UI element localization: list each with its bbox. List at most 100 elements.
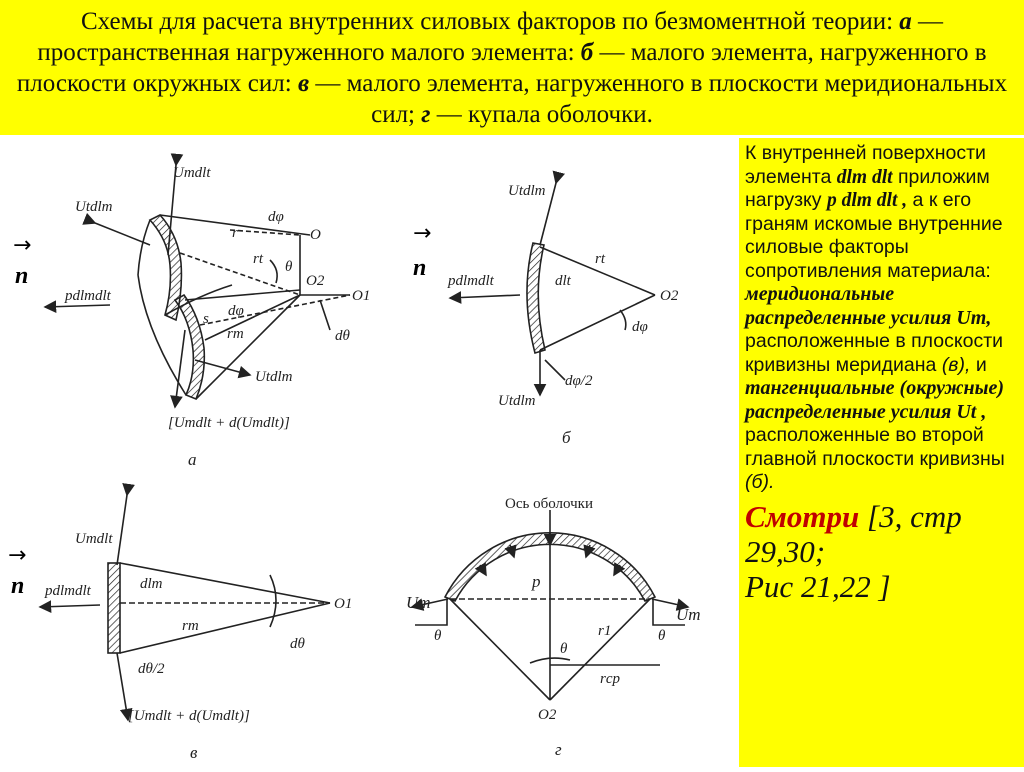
label-dlm: dlm (140, 576, 163, 592)
pressure-arrows (474, 533, 626, 577)
panel-term: p dlm dlt , (826, 190, 908, 211)
label-ut-b: Utdlm (508, 183, 546, 199)
title-ref-g: г (421, 101, 431, 128)
radius-bottom-v (119, 602, 331, 654)
figure-a-labels: Umdlt Utdlm r dφ O rt θ O2 O1 dφ s rm dθ… (64, 165, 370, 469)
title-ref-v: в (297, 70, 310, 97)
radius-rt (179, 252, 301, 296)
label-o2-b: O2 (660, 288, 679, 304)
diagram-svg: Umdlt Utdlm r dφ O rt θ O2 O1 dφ s rm dθ… (38, 153, 701, 762)
label-o1: O1 (352, 288, 370, 304)
explanation-panel: К внутренней поверхности элемента dlm dl… (739, 138, 1024, 767)
label-o1-v: O1 (334, 596, 352, 612)
see-label: Смотри (745, 498, 868, 534)
normal-arrow-1: → (13, 233, 32, 258)
figure-reference: Рис 21,22 ] (745, 568, 891, 604)
label-o: O (310, 227, 321, 243)
label-ut2: Utdlm (255, 369, 293, 385)
figure-g (410, 510, 690, 701)
title-ref-b: б (580, 39, 594, 66)
label-bottom-v: [Umdlt + d(Umdlt)] (128, 708, 250, 724)
label-dlt: dlt (555, 273, 572, 289)
label-p-b: pdlmdlt (447, 273, 495, 289)
label-theta: θ (285, 259, 293, 275)
figure-v (38, 483, 331, 722)
arrow-p-b (448, 291, 521, 304)
reference-block: Смотри [3, стр 29,30; Рис 21,22 ] (745, 499, 1016, 604)
figure-b-labels: Utdlm dlt rt O2 pdlmdlt dφ dφ/2 Utdlm б (447, 183, 679, 447)
label-um-right: Um (676, 605, 701, 624)
arrow-p-v (38, 600, 101, 614)
label-theta-right: θ (658, 628, 666, 644)
element-edge (164, 284, 233, 316)
dtheta-line (319, 299, 331, 331)
label-ut: Utdlm (75, 199, 113, 215)
element-b (526, 242, 546, 355)
diagram-figures: Umdlt Utdlm r dφ O rt θ O2 O1 dφ s rm dθ… (0, 135, 739, 767)
label-p: pdlmdlt (64, 288, 112, 304)
label-theta-left: θ (434, 628, 442, 644)
label-dphi-b: dφ (632, 319, 648, 335)
arrow-ut (82, 212, 151, 246)
angle-dphi (619, 309, 627, 331)
panel-text: расположенные в плоскости кривизны мерид… (745, 330, 1004, 376)
label-p-v: pdlmdlt (44, 583, 92, 599)
normal-arrow-3: → (8, 543, 27, 568)
figure-a (43, 153, 351, 409)
slide-title: Схемы для расчета внутренних силовых фак… (0, 0, 1024, 135)
label-um: Umdlt (173, 165, 211, 181)
title-text: — малого элемента, нагруженного в плоско… (309, 70, 1008, 128)
panel-text: и (970, 353, 987, 376)
title-text: — купала оболочки. (430, 101, 653, 128)
angle-theta-mid (529, 657, 571, 664)
title-text: — малого элемента, нагруженного в плоско… (16, 39, 987, 97)
angle-dtheta (269, 574, 277, 628)
arrow-um-v (116, 483, 135, 566)
label-dtheta2-v: dθ/2 (138, 661, 165, 677)
radius-rm (199, 294, 351, 326)
label-bottom: [Umdlt + d(Umdlt)] (168, 415, 290, 431)
label-r1: r1 (598, 623, 611, 639)
panel-ref: (в), (941, 353, 971, 376)
arrow-um (167, 153, 184, 256)
element-face-left (148, 214, 183, 322)
caption-b: б (562, 428, 571, 447)
radius-bottom (539, 294, 656, 351)
label-rm: rm (227, 326, 244, 342)
radius-r (229, 229, 301, 236)
label-um-v: Umdlt (75, 531, 113, 547)
arrow-um-right (651, 598, 690, 611)
label-axis: Ось оболочки (505, 496, 593, 512)
radius-top (539, 246, 656, 296)
edge-line (159, 214, 311, 236)
element-edge (137, 219, 151, 276)
label-o2: O2 (306, 273, 325, 289)
label-dphi2-b: dφ/2 (565, 373, 593, 389)
label-dphi2: dφ (228, 303, 244, 319)
label-um-left: Um (406, 593, 431, 612)
label-ut2-b: Utdlm (498, 393, 536, 409)
normal-label-2: n (413, 255, 427, 281)
normal-label-1: n (15, 263, 29, 289)
label-dtheta-v: dθ (290, 636, 306, 652)
label-o2-g: O2 (538, 707, 557, 723)
radius-left (449, 598, 551, 701)
element-edge (137, 274, 187, 396)
normal-label-3: n (11, 573, 25, 599)
panel-ref: (б). (745, 471, 775, 493)
dphi2-line (544, 359, 566, 381)
edge-line (195, 294, 301, 400)
arrow-bottom-v (116, 652, 133, 722)
label-theta-mid: θ (560, 641, 568, 657)
edge-line (204, 294, 301, 341)
label-rt: rt (253, 251, 264, 267)
panel-text: приложим нагрузку (745, 165, 990, 212)
label-dtheta: dθ (335, 328, 351, 344)
caption-a: а (188, 450, 197, 469)
panel-text: К внутренней поверхности элемента (745, 142, 986, 188)
label-s: s (203, 311, 209, 327)
label-dphi: dφ (268, 209, 284, 225)
label-rm-v: rm (182, 618, 199, 634)
label-r: r (232, 225, 238, 241)
title-text: — пространственная нагруженного малого э… (37, 8, 944, 66)
